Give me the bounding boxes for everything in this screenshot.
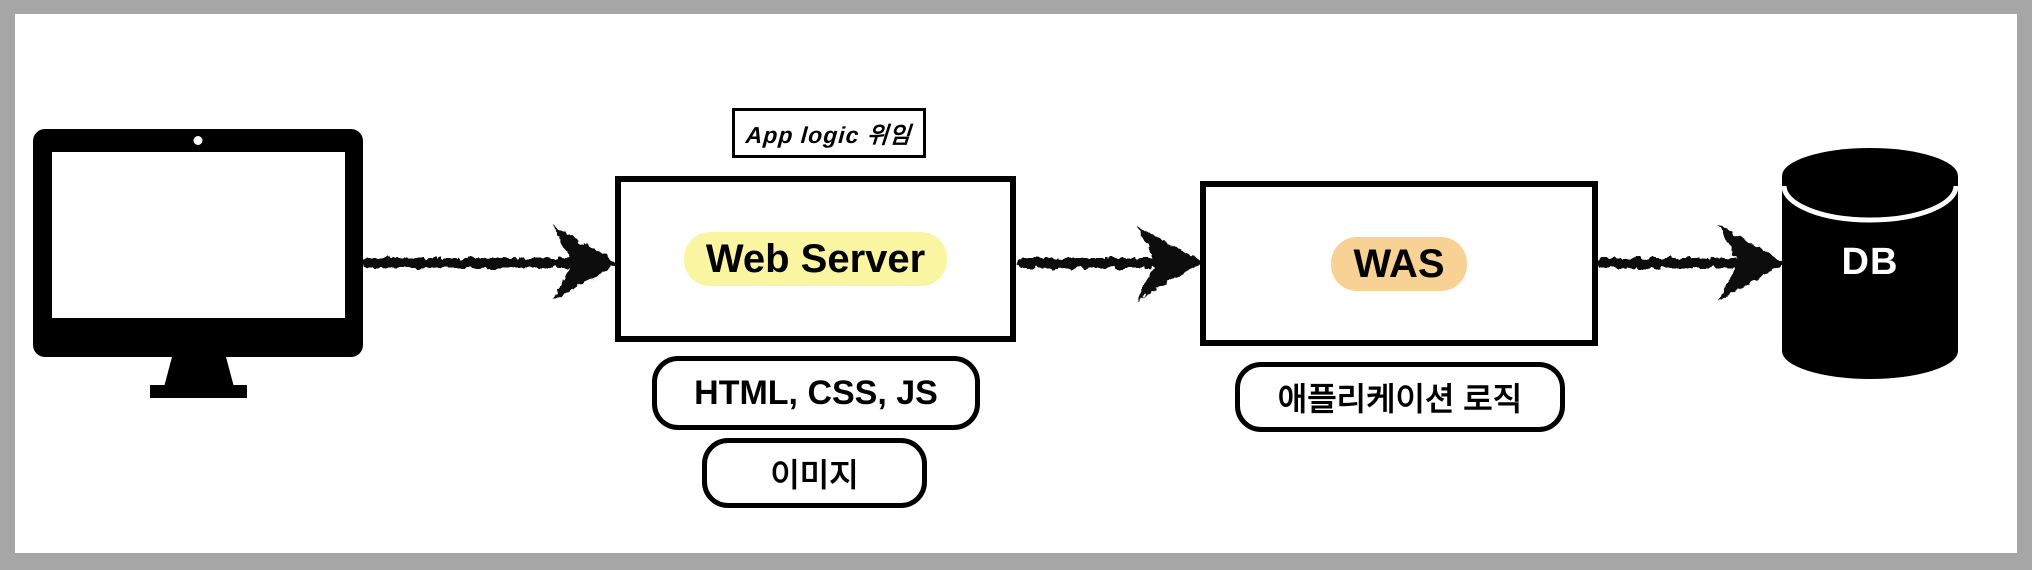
db-label: DB [1841, 240, 1899, 283]
database-cylinder-icon [1782, 148, 1958, 379]
app-logic-note: App logic 위임 [732, 108, 926, 158]
web-server-node: Web Server [615, 176, 1016, 342]
app-logic-note-text: App logic 위임 [745, 122, 913, 148]
tag-label: 이미지 [770, 457, 859, 493]
tag-label: HTML, CSS, JS [694, 373, 938, 412]
was-label: WAS [1331, 236, 1467, 291]
arrow-webserver-to-was [1017, 225, 1204, 301]
arrow-was-to-db [1597, 225, 1786, 301]
web-server-tag-images: 이미지 [702, 438, 927, 508]
web-server-tag-html-css-js: HTML, CSS, JS [652, 356, 980, 430]
arrow-client-to-webserver [363, 225, 620, 301]
monitor-icon [33, 129, 363, 398]
tag-label: 애플리케이션 로직 [1277, 381, 1523, 417]
was-node: WAS [1200, 181, 1598, 346]
was-tag-application-logic: 애플리케이션 로직 [1235, 362, 1565, 432]
web-server-label: Web Server [683, 232, 948, 286]
